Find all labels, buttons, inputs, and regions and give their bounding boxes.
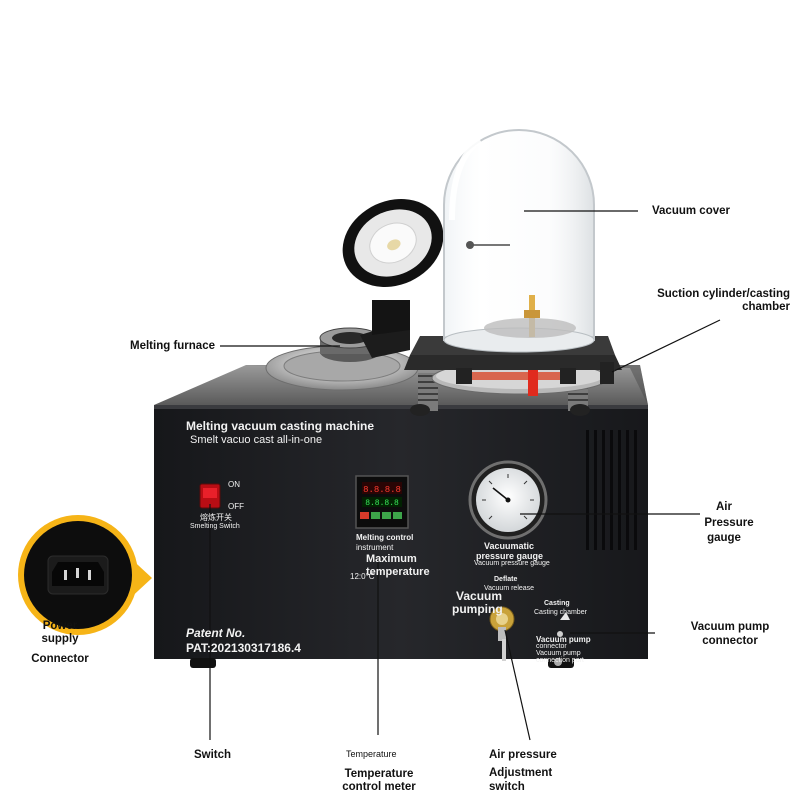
gauge-label-2: pressure gauge <box>476 551 544 561</box>
callout-temp-meter-1: Temperature <box>344 768 414 780</box>
callout-air-switch-3: switch <box>489 781 525 793</box>
callout-suction-cylinder-2: chamber <box>742 301 790 313</box>
max-temp-label-1: Maximum <box>366 553 417 565</box>
patent-label: Patent No. <box>186 626 246 640</box>
gauge-label-1: Vacuumatic <box>484 541 535 551</box>
callout-melting-furnace: Melting furnace <box>130 340 215 352</box>
casting-chamber-label: Casting chamber <box>534 609 587 616</box>
temperature-controller: 8.8.8.8 8.8.8.8 <box>355 475 409 529</box>
vacuum-release-label: Vacuum release <box>484 585 535 592</box>
max-temp-value: 12:0°C <box>350 572 375 581</box>
instrument-label: instrument <box>356 543 394 552</box>
patent-number: PAT:202130317186.4 <box>186 641 301 655</box>
panel-subtitle: Smelt vacuo cast all-in-one <box>190 434 323 446</box>
callout-switch: Switch <box>194 749 232 761</box>
gauge-sub-label: Vacuum pressure gauge <box>474 560 550 567</box>
switch-on-label: ON <box>228 480 240 489</box>
callout-pump-connector-2: connector <box>702 635 758 647</box>
callout-air-switch-1: Air pressure <box>489 749 557 761</box>
leader-lines <box>209 210 721 741</box>
callout-vacuum-cover: Vacuum cover <box>652 205 730 217</box>
callout-power-supply-3: Connector <box>31 653 89 665</box>
pump-connector-label-2: connector <box>536 643 567 650</box>
melting-furnace <box>265 199 444 391</box>
panel-title: Melting vacuum casting machine <box>186 419 375 433</box>
svg-text:8.8.8.8: 8.8.8.8 <box>365 499 399 508</box>
callout-air-switch-2: Adjustment <box>489 767 553 779</box>
callout-air-gauge-1: Air <box>716 501 732 513</box>
callout-suction-cylinder-1: Suction cylinder/casting <box>657 288 790 300</box>
callout-air-gauge-3: gauge <box>707 532 741 544</box>
pressure-gauge <box>468 460 548 540</box>
air-pressure-valve <box>489 606 515 661</box>
casting-label: Casting <box>544 600 570 607</box>
callout-temperature-small: Temperature <box>346 749 397 759</box>
switch-en-label: Smelting Switch <box>190 523 240 530</box>
pump-connector-label-4: connection port <box>536 657 584 664</box>
callout-power-supply-2: supply <box>41 633 79 645</box>
callout-air-gauge-2: Pressure <box>704 517 754 529</box>
power-connector-callout <box>18 515 152 635</box>
control-label: Melting control <box>356 533 414 542</box>
vacuum-pump-port <box>554 612 570 666</box>
vacuum-pumping-label-1: Vacuum <box>456 589 503 603</box>
switch-off-label: OFF <box>228 502 244 511</box>
callout-power-supply-1: Power <box>42 620 78 632</box>
vacuum-cover-dome <box>443 129 595 353</box>
vacuum-pumping-label-2: pumping <box>452 602 503 616</box>
svg-text:8.8.8.8: 8.8.8.8 <box>363 485 401 495</box>
switch-cn-label: 熔炼开关 <box>200 513 232 522</box>
pump-connector-label-3: Vacuum pump <box>536 650 581 657</box>
callout-temp-meter-2: control meter <box>342 781 416 793</box>
callout-pump-connector-1: Vacuum pump <box>690 621 770 633</box>
pump-connector-label-1: Vacuum pump <box>536 635 591 644</box>
deflate-label: Deflate <box>494 576 518 583</box>
max-temp-label-2: temperature <box>366 566 430 578</box>
